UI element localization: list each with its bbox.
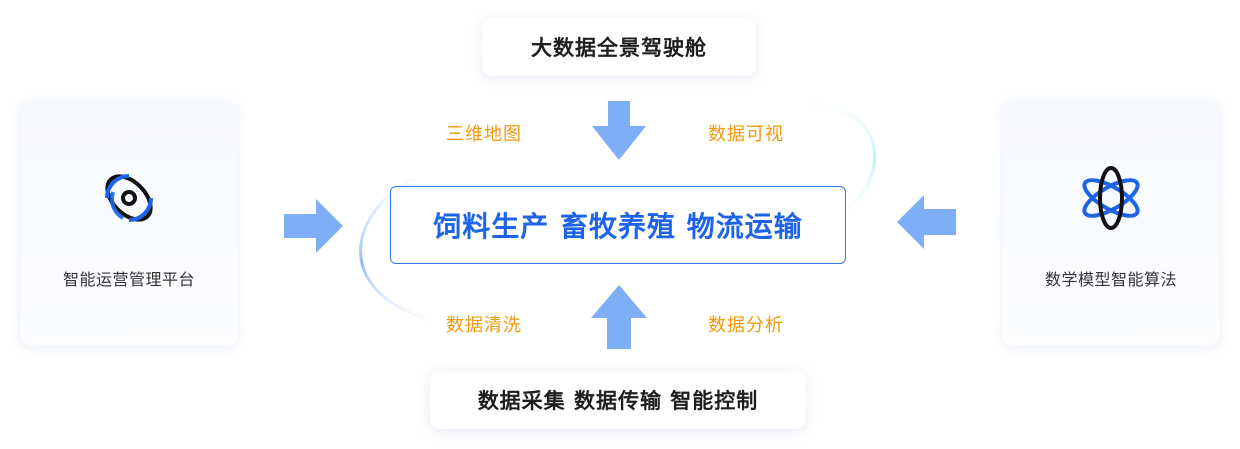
bottom-box-label: 数据采集 数据传输 智能控制: [477, 389, 759, 413]
flow-label-top-right: 数据可视: [708, 124, 784, 145]
bottom-box: 数据采集 数据传输 智能控制: [430, 371, 806, 429]
orbit-ring-icon: [93, 162, 165, 234]
right-card: 数学模型智能算法: [1002, 100, 1220, 346]
atom-icon: [1075, 162, 1147, 234]
arrow-left-icon: [897, 195, 956, 249]
arrow-down-icon: [592, 101, 646, 160]
center-box-label: 饲料生产 畜牧养殖 物流运输: [433, 210, 803, 243]
flow-label-top-left: 三维地图: [446, 124, 522, 145]
right-swirl-arc: [811, 102, 877, 212]
flow-label-bottom-right: 数据分析: [708, 315, 784, 336]
left-card: 智能运营管理平台: [20, 100, 238, 346]
arrow-up-icon: [591, 285, 647, 349]
flow-label-bottom-left: 数据清洗: [446, 315, 522, 336]
left-card-label: 智能运营管理平台: [62, 270, 195, 289]
right-card-label: 数学模型智能算法: [1044, 270, 1177, 289]
top-box: 大数据全景驾驶舱: [482, 18, 756, 76]
center-box: 饲料生产 畜牧养殖 物流运输: [390, 186, 846, 264]
top-box-label: 大数据全景驾驶舱: [531, 36, 707, 60]
arrow-right-icon: [284, 199, 343, 253]
